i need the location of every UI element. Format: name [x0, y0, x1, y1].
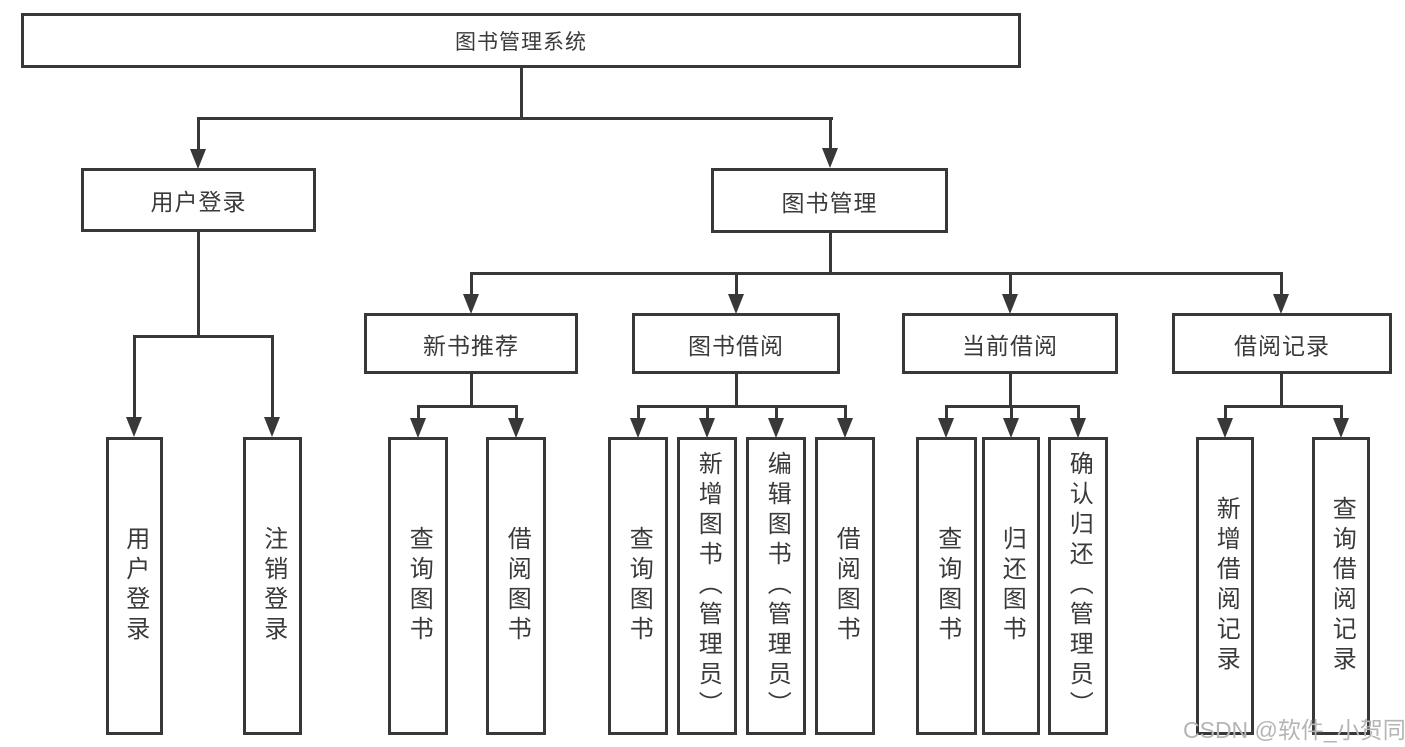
- arrowhead-down-icon: [822, 148, 838, 168]
- connector-line: [1224, 405, 1227, 420]
- connector-line: [1010, 405, 1013, 420]
- node-label: 新书推荐: [423, 332, 519, 359]
- arrowhead-down-icon: [837, 418, 853, 438]
- connector-line: [735, 374, 738, 407]
- arrowhead-down-icon: [1273, 294, 1289, 314]
- connector-line: [515, 405, 518, 420]
- connector-line: [1280, 374, 1283, 407]
- connector-line: [844, 405, 847, 420]
- node-label: 查询图书: [625, 526, 653, 646]
- connector-line: [470, 272, 1283, 275]
- connector-line: [637, 405, 640, 420]
- connector-line: [1077, 405, 1080, 420]
- arrowhead-down-icon: [463, 294, 479, 314]
- connector-line: [637, 405, 847, 408]
- arrowhead-down-icon: [1217, 418, 1233, 438]
- connector-line: [1009, 374, 1012, 407]
- node-label: 借阅记录: [1234, 332, 1330, 359]
- node-label: 归还图书: [998, 526, 1026, 646]
- connector-line: [133, 335, 136, 419]
- node-label: 确认归还（管理员）: [1065, 451, 1093, 721]
- leaf-add-books-admin: 新增图书（管理员）: [677, 437, 737, 735]
- node-label: 查询图书: [405, 526, 433, 646]
- leaf-edit-books-admin: 编辑图书（管理员）: [746, 437, 806, 735]
- leaf-borrow-books: 借阅图书: [815, 437, 875, 735]
- arrowhead-down-icon: [768, 418, 784, 438]
- node-label: 查询图书: [933, 526, 961, 646]
- node-label: 借阅图书: [832, 526, 860, 646]
- connector-line: [470, 374, 473, 407]
- node-label: 图书管理: [781, 189, 878, 216]
- node-label: 新增图书（管理员）: [694, 451, 722, 721]
- connector-line: [271, 335, 274, 419]
- node-book-management: 图书管理: [711, 168, 948, 233]
- connector-line: [133, 335, 274, 338]
- leaf-user-login: 用户登录: [106, 437, 163, 735]
- connector-line: [417, 405, 518, 408]
- node-new-book-recommend: 新书推荐: [364, 313, 578, 374]
- arrowhead-down-icon: [264, 417, 280, 437]
- arrowhead-down-icon: [190, 149, 206, 169]
- arrowhead-down-icon: [508, 418, 524, 438]
- connector-line: [706, 405, 709, 420]
- node-label: 查询借阅记录: [1328, 496, 1356, 676]
- connector-line: [470, 272, 473, 296]
- connector-line: [1340, 405, 1343, 420]
- node-label: 用户登录: [150, 189, 247, 215]
- connector-line: [417, 405, 420, 420]
- leaf-return-books: 归还图书: [982, 437, 1040, 735]
- csdn-watermark: CSDN @软件_小贺同学: [1183, 717, 1405, 743]
- leaf-query-books: 查询图书: [916, 437, 977, 735]
- node-user-login: 用户登录: [81, 168, 316, 232]
- node-book-borrowing: 图书借阅: [632, 313, 840, 374]
- arrowhead-down-icon: [1003, 418, 1019, 438]
- connector-line: [775, 405, 778, 420]
- node-label: 用户登录: [121, 526, 149, 646]
- arrowhead-down-icon: [728, 294, 744, 314]
- connector-line: [829, 117, 832, 150]
- connector-line: [520, 67, 523, 119]
- arrowhead-down-icon: [938, 418, 954, 438]
- connector-line: [1280, 272, 1283, 296]
- arrowhead-down-icon: [630, 418, 646, 438]
- leaf-borrow-books: 借阅图书: [486, 437, 546, 735]
- connector-line: [829, 232, 832, 274]
- arrowhead-down-icon: [1002, 294, 1018, 314]
- node-label: 编辑图书（管理员）: [763, 451, 791, 721]
- arrowhead-down-icon: [410, 418, 426, 438]
- connector-line: [197, 117, 833, 120]
- connector-line: [1224, 405, 1343, 408]
- leaf-add-borrow-record: 新增借阅记录: [1196, 437, 1254, 735]
- node-label: 新增借阅记录: [1212, 496, 1240, 676]
- connector-line: [197, 231, 200, 337]
- leaf-query-borrow-record: 查询借阅记录: [1312, 437, 1370, 735]
- node-label: 图书借阅: [688, 332, 784, 359]
- node-label: 图书管理系统: [455, 30, 587, 54]
- connector-line: [735, 272, 738, 296]
- connector-line: [945, 405, 948, 420]
- arrowhead-down-icon: [1333, 418, 1349, 438]
- node-borrowing-records: 借阅记录: [1172, 313, 1392, 374]
- leaf-logout: 注销登录: [243, 437, 302, 735]
- connector-line: [197, 117, 200, 151]
- node-library-system: 图书管理系统: [21, 13, 1021, 68]
- leaf-query-books: 查询图书: [388, 437, 448, 735]
- node-label: 借阅图书: [503, 526, 531, 646]
- arrowhead-down-icon: [126, 417, 142, 437]
- node-label: 当前借阅: [962, 332, 1058, 359]
- arrowhead-down-icon: [1070, 418, 1086, 438]
- arrowhead-down-icon: [699, 418, 715, 438]
- connector-line: [1009, 272, 1012, 296]
- leaf-confirm-return-admin: 确认归还（管理员）: [1048, 437, 1108, 735]
- node-current-borrowing: 当前借阅: [902, 313, 1118, 374]
- node-label: 注销登录: [259, 526, 287, 646]
- leaf-query-books: 查询图书: [608, 437, 668, 735]
